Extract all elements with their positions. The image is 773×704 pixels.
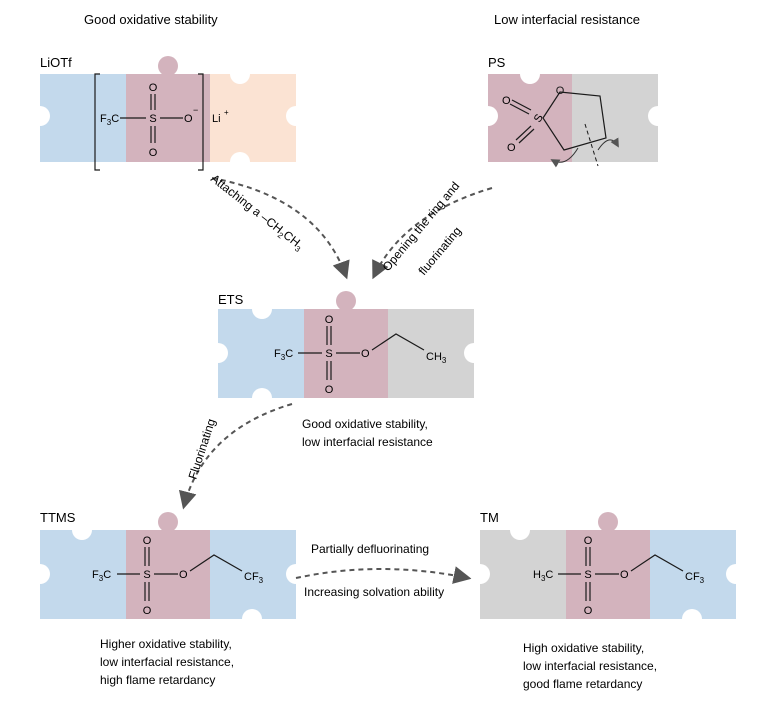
- ttms-caption-2: low interfacial resistance,: [100, 655, 234, 669]
- ets-tab: [336, 291, 356, 311]
- liotf-counter-ion: Li: [212, 113, 221, 125]
- tm-tab: [598, 512, 618, 532]
- svg-text:O: O: [325, 384, 334, 396]
- svg-text:S: S: [143, 569, 150, 581]
- ps-piece-mauve: [488, 74, 572, 162]
- svg-text:O: O: [361, 348, 370, 360]
- ps-piece-gray: [572, 74, 658, 162]
- arrow-liotf-to-ets: [211, 177, 350, 280]
- svg-text:O: O: [149, 147, 158, 159]
- ttms-caption-3: high flame retardancy: [100, 673, 215, 687]
- svg-text:O: O: [584, 605, 593, 617]
- ttms-caption-1: Higher oxidative stability,: [100, 637, 232, 651]
- svg-text:O: O: [179, 569, 188, 581]
- liotf-tab: [158, 56, 178, 76]
- svg-text:S: S: [584, 569, 591, 581]
- ets-caption-2: low interfacial resistance: [302, 435, 433, 449]
- svg-text:S: S: [325, 348, 332, 360]
- tm-left-group: H3C: [533, 569, 553, 583]
- top-left-caption: Good oxidative stability: [84, 12, 218, 27]
- svg-text:O: O: [143, 605, 152, 617]
- liotf-bracket-left: [94, 73, 100, 171]
- ttms-tab: [158, 512, 178, 532]
- tm-piece-blue: [650, 530, 736, 619]
- ttms-left-group: F3C: [92, 569, 111, 583]
- svg-text:O: O: [143, 535, 152, 547]
- arrow-ets-to-ttms: [178, 403, 293, 510]
- tm-molecule: TM O O H3C S O CF3: [470, 510, 746, 629]
- ets-piece-blue: [218, 309, 304, 398]
- top-right-caption: Low interfacial resistance: [494, 12, 640, 27]
- ets-molecule: ETS O O F3C S O CH3: [208, 291, 484, 408]
- liotf-molecule: LiOTf O O F3C S O − Li +: [30, 55, 306, 172]
- ttms-piece-blue: [40, 530, 126, 619]
- liotf-slot-left: [30, 106, 50, 126]
- arrow-label-defluorinating: Partially defluorinating: [311, 542, 429, 556]
- svg-text:O: O: [620, 569, 629, 581]
- arrow-ttms-to-tm: [295, 566, 472, 584]
- ets-piece-gray: [388, 309, 474, 398]
- liotf-slot-right: [286, 106, 306, 126]
- svg-text:O: O: [502, 95, 511, 107]
- svg-text:O: O: [507, 142, 516, 154]
- tm-caption-1: High oxidative stability,: [523, 641, 644, 655]
- svg-text:O: O: [584, 535, 593, 547]
- svg-text:O: O: [325, 314, 334, 326]
- liotf-label: LiOTf: [40, 55, 72, 70]
- liotf-anion-oxygen: O: [184, 113, 193, 125]
- ets-label: ETS: [218, 292, 244, 307]
- ets-right-group: CH3: [426, 351, 447, 365]
- ttms-molecule: TTMS O O F3C S O CF3: [30, 510, 306, 629]
- arrow-ps-to-ets: [372, 187, 493, 280]
- liotf-anion-charge: −: [193, 105, 198, 115]
- liotf-left-group: F3C: [100, 113, 119, 127]
- ets-caption-1: Good oxidative stability,: [302, 417, 428, 431]
- liotf-bracket-right: [198, 73, 204, 171]
- arrow-label-attaching: Attaching a –CH2CH3: [207, 171, 307, 254]
- ttms-label: TTMS: [40, 510, 76, 525]
- svg-text:O: O: [149, 82, 158, 94]
- svg-text:O: O: [556, 85, 565, 97]
- tm-label: TM: [480, 510, 499, 525]
- ttms-piece-blue-right: [210, 530, 296, 619]
- tm-caption-3: good flame retardancy: [523, 677, 642, 691]
- ets-left-group: F3C: [274, 348, 293, 362]
- arrow-label-solvation: Increasing solvation ability: [304, 585, 444, 599]
- ps-label: PS: [488, 55, 506, 70]
- liotf-piece-peach: [210, 74, 296, 162]
- liotf-counter-charge: +: [224, 108, 229, 117]
- tm-piece-gray: [480, 530, 566, 619]
- ps-slot-left: [478, 106, 498, 126]
- ps-molecule: PS O S O O: [478, 55, 668, 168]
- liotf-piece-blue: [40, 74, 126, 162]
- liotf-sulfur: S: [149, 113, 156, 125]
- ps-slot-right: [648, 106, 668, 126]
- tm-caption-2: low interfacial resistance,: [523, 659, 657, 673]
